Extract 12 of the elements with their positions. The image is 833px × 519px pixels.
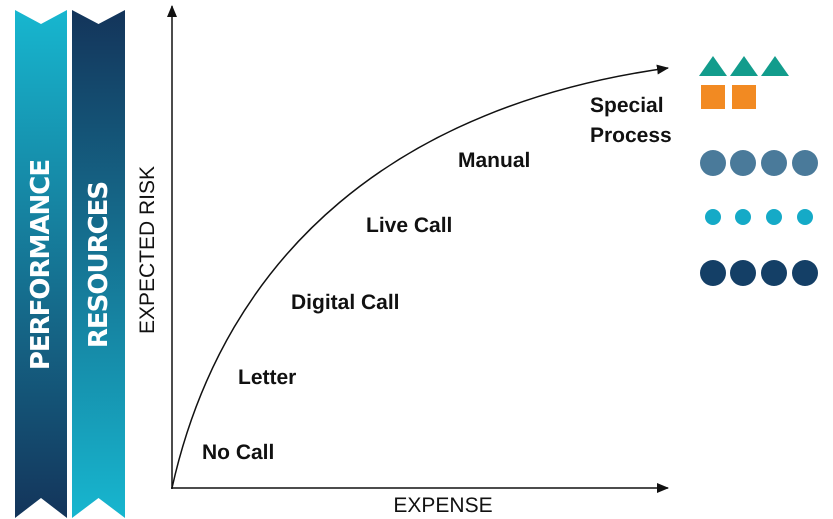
step-label: No Call	[202, 440, 274, 466]
axis-title: EXPECTED RISK	[136, 166, 160, 334]
step-label: Manual	[458, 148, 530, 174]
step-label: Special Process	[590, 93, 673, 149]
step-label: Live Call	[366, 213, 452, 239]
banner-title: RESOURCES	[84, 182, 114, 348]
banner-ribbon	[15, 10, 67, 518]
banner-title: PERFORMANCE	[26, 160, 56, 370]
axis-title: EXPENSE	[393, 494, 493, 518]
banner-ribbon	[72, 10, 125, 518]
step-label: Letter	[238, 365, 296, 391]
step-label: Digital Call	[291, 290, 400, 316]
